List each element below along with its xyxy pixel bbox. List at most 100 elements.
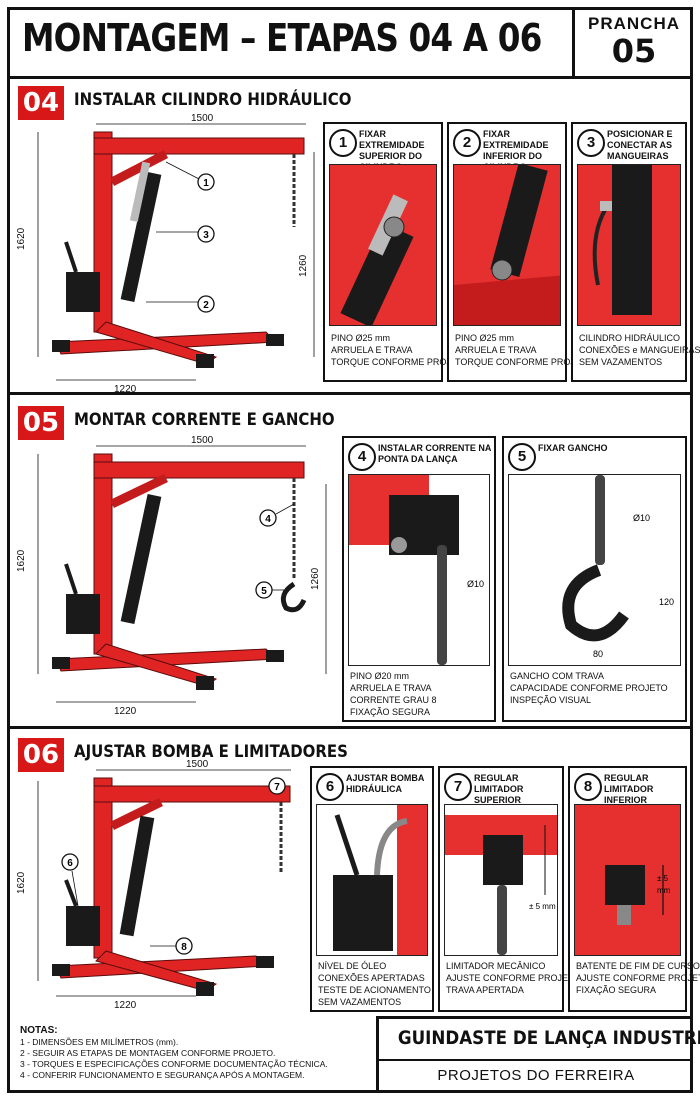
title-block-divider	[379, 1059, 693, 1061]
dim-reach-05: 1260	[310, 567, 321, 590]
plate-box: PRANCHA 05	[572, 10, 693, 76]
dim-height-05: 1620	[16, 549, 27, 572]
callout-8: 8	[181, 942, 187, 953]
dim-boom-05: 1500	[191, 435, 214, 446]
panel-7-dim: ± 5 mm	[529, 902, 556, 911]
dim-base-05: 1220	[114, 706, 137, 717]
dim-height-06: 1620	[16, 871, 27, 894]
note-item: 2 - SEGUIR AS ETAPAS DE MONTAGEM CONFORM…	[20, 1048, 276, 1058]
detail-image-6	[316, 804, 428, 956]
panel-number-8: 8	[574, 773, 602, 801]
panel-3-note-3: SEM VAZAMENTOS	[579, 357, 663, 367]
panel-4-dim: Ø10	[467, 579, 484, 589]
dim-reach-04: 1260	[298, 254, 309, 277]
panel-4-note-3: CORRENTE GRAU 8	[350, 695, 437, 705]
panel-notes-1: PINO Ø25 mm ARRUELA E TRAVA TORQUE CONFO…	[331, 332, 470, 368]
panel-7-note-2: AJUSTE CONFORME PROJETO	[446, 973, 581, 983]
detail-panel-1: 1 FIXAR EXTREMIDADE SUPERIOR DO CILINDRO…	[323, 122, 470, 382]
panel-4-note-2: ARRUELA E TRAVA	[350, 683, 432, 693]
detail-image-2	[453, 164, 561, 326]
detail-panel-5: 5 FIXAR GANCHO Ø10 120 80 GANCHO COM TRAVA…	[502, 436, 687, 722]
section-divider-1	[10, 392, 690, 395]
panel-title-4: INSTALAR CORRENTE NA PONTA DA LANÇA	[378, 443, 491, 464]
panel-number-3: 3	[577, 129, 605, 157]
panel-6-note-1: NÍVEL DE ÓLEO	[318, 961, 387, 971]
panel-notes-8: BATENTE DE FIM DE CURSO AJUSTE CONFORME …	[576, 960, 700, 996]
panel-2-note-2: ARRUELA E TRAVA	[455, 345, 537, 355]
panel-number-4: 4	[348, 443, 376, 471]
plate-number: 05	[611, 32, 657, 70]
panel-notes-5: GANCHO COM TRAVA CAPACIDADE CONFORME PRO…	[510, 670, 681, 706]
detail-panel-7: 7 REGULAR LIMITADOR SUPERIOR (ALTURA) ± …	[438, 766, 581, 1012]
panel-6-note-4: SEM VAZAMENTOS	[318, 997, 402, 1007]
panel-title-3: POSICIONAR E CONECTAR AS MANGUEIRAS	[607, 129, 673, 161]
panel-5-note-1: GANCHO COM TRAVA	[510, 671, 605, 681]
panel-5-note-2: CAPACIDADE CONFORME PROJETO	[510, 683, 668, 693]
panel-title-5: FIXAR GANCHO	[538, 443, 608, 453]
crane-drawing-05: 1500 1620 1260 1220 4 5	[16, 435, 327, 717]
detail-image-5: Ø10 120 80	[508, 474, 681, 666]
detail-image-7: ± 5 mm	[444, 804, 558, 956]
section-divider-2	[10, 726, 690, 729]
panel-3-note-2: CONEXÕES e MANGUEIRAS	[579, 345, 700, 355]
page-title: MONTAGEM – ETAPAS 04 A 06	[22, 16, 542, 60]
detail-panel-4: 4 INSTALAR CORRENTE NA PONTA DA LANÇA Ø1…	[342, 436, 496, 722]
panel-8-note-2: AJUSTE CONFORME PROJETO	[576, 973, 700, 983]
panel-5-dim-height: 120	[659, 597, 674, 607]
panel-notes-2: PINO Ø25 mm ARRUELA E TRAVA TORQUE CONFO…	[455, 332, 593, 368]
callout-3: 3	[203, 230, 209, 241]
step-title-06: AJUSTAR BOMBA E LIMITADORES	[74, 742, 348, 762]
panel-3-note-1: CILINDRO HIDRÁULICO	[579, 333, 681, 343]
panel-notes-4: PINO Ø20 mm ARRUELA E TRAVA CORRENTE GRA…	[350, 670, 490, 718]
panel-1-note-2: ARRUELA E TRAVA	[331, 345, 413, 355]
panel-notes-6: NÍVEL DE ÓLEO CONEXÕES APERTADAS TESTE D…	[318, 960, 431, 1008]
panel-number-2: 2	[453, 129, 481, 157]
author-name: PROJETOS DO FERREIRA	[437, 1067, 635, 1084]
product-name: GUINDASTE DE LANÇA INDUSTRIAL	[397, 1027, 700, 1049]
panel-notes-7: LIMITADOR MECÂNICO AJUSTE CONFORME PROJE…	[446, 960, 581, 996]
notes-block: NOTAS: 1 - DIMENSÕES EM MILÍMETROS (mm).…	[20, 1025, 328, 1081]
crane-drawing-04: 1500 1620 1260 1220 1 3 2	[16, 113, 315, 392]
crane-drawing-06: 1500 1620 1220 7 6 8	[16, 759, 291, 1011]
detail-panel-3: 3 POSICIONAR E CONECTAR AS MANGUEIRAS CI…	[571, 122, 700, 382]
panel-8-note-3: FIXAÇÃO SEGURA	[576, 985, 657, 995]
panel-7-note-3: TRAVA APERTADA	[446, 985, 524, 995]
dim-base-06: 1220	[114, 1000, 137, 1011]
callout-7: 7	[274, 782, 280, 793]
detail-panel-6: 6 AJUSTAR BOMBA HIDRÁULICA NÍVEL DE ÓLEO…	[310, 766, 434, 1012]
dim-boom-06: 1500	[186, 759, 209, 770]
callout-4: 4	[265, 514, 271, 525]
drawing-sheet: MONTAGEM – ETAPAS 04 A 06 PRANCHA 05 04 …	[7, 7, 700, 1093]
callout-2: 2	[203, 300, 209, 311]
note-item: 4 - CONFERIR FUNCIONAMENTO E SEGURANÇA A…	[20, 1070, 305, 1080]
panel-number-7: 7	[444, 773, 472, 801]
panel-notes-3: CILINDRO HIDRÁULICO CONEXÕES e MANGUEIRA…	[579, 332, 700, 368]
detail-image-3	[577, 164, 681, 326]
detail-image-4: Ø10	[348, 474, 490, 666]
panel-8-dim-unit: mm	[657, 886, 671, 895]
step-badge-04: 04	[18, 86, 64, 120]
panel-6-note-3: TESTE DE ACIONAMENTO	[318, 985, 431, 995]
note-item: 3 - TORQUES E ESPECIFICAÇÕES CONFORME DO…	[20, 1059, 328, 1069]
dim-boom-04: 1500	[191, 113, 214, 124]
step-badge-05: 05	[18, 406, 64, 440]
panel-number-5: 5	[508, 443, 536, 471]
panel-7-note-1: LIMITADOR MECÂNICO	[446, 961, 546, 971]
step-title-05: MONTAR CORRENTE E GANCHO	[74, 410, 335, 430]
title-block: GUINDASTE DE LANÇA INDUSTRIAL PROJETOS D…	[376, 1016, 700, 1093]
panel-1-note-3: TORQUE CONFORME PROJETO	[331, 357, 470, 367]
step-title-04: INSTALAR CILINDRO HIDRÁULICO	[74, 90, 352, 110]
detail-image-1	[329, 164, 437, 326]
callout-1: 1	[203, 178, 209, 189]
panel-title-6: AJUSTAR BOMBA HIDRÁULICA	[346, 773, 424, 794]
panel-5-note-3: INSPEÇÃO VISUAL	[510, 695, 592, 705]
panel-number-1: 1	[329, 129, 357, 157]
panel-8-dim-value: ± 5	[657, 874, 669, 883]
panel-4-note-4: FIXAÇÃO SEGURA	[350, 707, 431, 717]
note-item: 1 - DIMENSÕES EM MILÍMETROS (mm).	[20, 1037, 179, 1047]
plate-label: PRANCHA	[588, 14, 680, 33]
panel-5-dim-width: 80	[593, 649, 603, 659]
panel-number-6: 6	[316, 773, 344, 801]
panel-4-note-1: PINO Ø20 mm	[350, 671, 410, 681]
panel-5-dim-diameter: Ø10	[633, 513, 650, 523]
